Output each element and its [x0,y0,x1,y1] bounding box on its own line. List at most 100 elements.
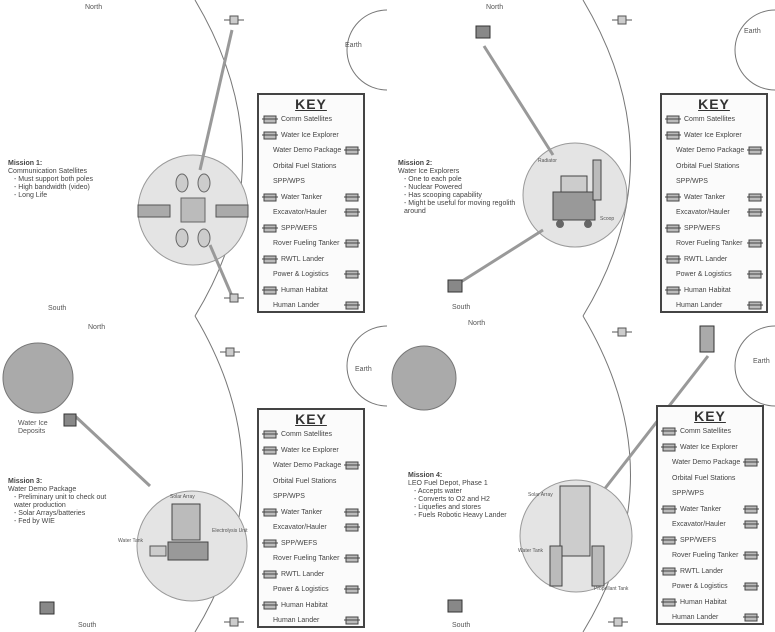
key-item: SPP/WEFS [658,533,762,549]
key-item-label: RWTL Lander [680,568,723,575]
mission-bullet: Fuels Robotic Heavy Lander [414,512,518,520]
key-item: Excavator/Hauler [662,205,766,221]
callout-label: Water Tank [518,548,543,554]
mission-title: Mission 2: [398,160,518,168]
key-item-label: Water Tanker [684,194,725,201]
key-item: Rover Fueling Tanker [662,236,766,252]
key-item: Power & Logistics [259,267,363,283]
key-item: Human Habitat [662,283,766,299]
key-item: Human Lander [259,298,363,314]
mission-2-text: Mission 2: Water Ice Explorers One to ea… [398,160,518,216]
key-item: Rover Fueling Tanker [259,236,363,252]
comm-satellite-icon [665,114,681,125]
key-item-label: Orbital Fuel Stations [273,478,336,485]
mission-subtitle: Water Ice Explorers [398,168,518,176]
callout-label: Solar Array [170,494,195,500]
key-item: SPP/WPS [259,489,363,505]
key-item: Water Demo Package [658,455,762,471]
mission-3-text: Mission 3: Water Demo Package Preliminar… [8,478,123,526]
key-item-label: Human Lander [676,302,722,309]
excavator-icon [344,207,360,218]
key-item: Water Ice Explorer [259,128,363,144]
key-title: KEY [259,96,363,112]
mission-1-text: Mission 1: Communication Satellites Must… [8,160,123,200]
rover-icon [262,130,278,141]
north-label: North [486,4,503,11]
key-item-label: Excavator/Hauler [676,209,730,216]
mission-bullet: Might be useful for moving regolith arou… [404,200,518,216]
key-item-label: Water Tanker [281,194,322,201]
key-item-label: Human Lander [273,302,319,309]
tanker-icon [665,192,681,203]
key-item: Water Demo Package [662,143,766,159]
callout-label: Electrolysis Unit [212,528,248,534]
key-item-label: Human Habitat [281,287,328,294]
key-item-label: SPP/WPS [676,178,708,185]
south-label: South [452,622,470,629]
key-item-label: Orbital Fuel Stations [672,475,735,482]
logistics-icon [344,269,360,280]
key-item: Comm Satellites [259,427,363,443]
key-item-label: Human Habitat [684,287,731,294]
key-item: Human Habitat [658,595,762,611]
key-item: Water Ice Explorer [658,440,762,456]
key-item: Human Habitat [259,598,363,614]
excavator-icon [344,522,360,533]
key-item-label: Rover Fueling Tanker [273,240,339,247]
mission-bullet: Liquefies and stores [414,504,518,512]
mission-bullet: Fed by WIE [14,518,123,526]
key-item: Excavator/Hauler [658,517,762,533]
key-item: SPP/WPS [259,174,363,190]
lander-icon [661,566,677,577]
earth-label: Earth [355,366,372,373]
panel-mission-2: North Earth South Radiator Scoop Mission… [388,0,775,316]
key-item: Human Lander [662,298,766,314]
key-item: Rover Fueling Tanker [658,548,762,564]
demo-package-icon [344,145,360,156]
human-lander-icon [344,615,360,626]
water-ice-deposits-label: Water Ice Deposits [18,420,62,436]
mission-title: Mission 3: [8,478,123,486]
callout-label: Solar Array [528,492,553,498]
key-item-label: RWTL Lander [684,256,727,263]
key-item: RWTL Lander [259,567,363,583]
mission-subtitle: Water Demo Package [8,486,123,494]
key-item-label: Human Lander [273,617,319,624]
lander-icon [262,254,278,265]
tanker-icon [661,504,677,515]
south-label: South [78,622,96,629]
mission-bullet: Has scooping capability [404,192,518,200]
key-item-label: Comm Satellites [281,431,332,438]
key-item: Orbital Fuel Stations [259,474,363,490]
key-title: KEY [658,408,762,424]
mission-title: Mission 1: [8,160,123,168]
wefs-icon [262,223,278,234]
key-item: Water Demo Package [259,143,363,159]
key-item-label: SPP/WEFS [680,537,716,544]
key-item: Comm Satellites [658,424,762,440]
human-lander-icon [747,300,763,311]
human-lander-icon [344,300,360,311]
wefs-icon [262,538,278,549]
key-item: RWTL Lander [662,252,766,268]
key-item-label: Power & Logistics [273,586,329,593]
key-item: SPP/WEFS [259,536,363,552]
key-item: RWTL Lander [259,252,363,268]
key-item-label: Human Habitat [281,602,328,609]
key-item-label: SPP/WEFS [281,225,317,232]
tanker-icon [262,192,278,203]
key-item-label: SPP/WPS [672,490,704,497]
fuel-tanker-icon [747,238,763,249]
key-item-label: Water Tanker [281,509,322,516]
key-title: KEY [662,96,766,112]
key-item: Human Habitat [259,283,363,299]
key-item-label: SPP/WEFS [684,225,720,232]
key-item: Power & Logistics [662,267,766,283]
key-item-label: SPP/WPS [273,493,305,500]
rover-icon [661,442,677,453]
south-label: South [48,305,66,312]
mission-bullet: High bandwidth (video) [14,184,123,192]
habitat-icon [262,285,278,296]
key-item: Water Tanker [662,190,766,206]
key-item: SPP/WEFS [662,221,766,237]
